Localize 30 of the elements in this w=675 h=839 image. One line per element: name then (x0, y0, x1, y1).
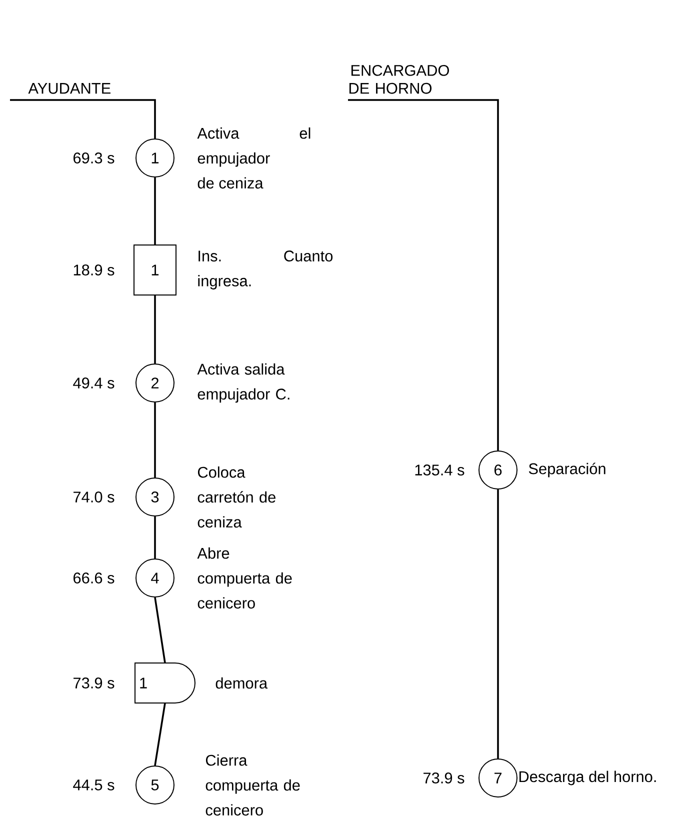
step-description: Abre compuerta de cenicero (197, 547, 292, 609)
connector-line (10, 99, 156, 138)
step-description: Activa el empujador de ceniza (197, 127, 310, 189)
time-label: 49.4 s (73, 378, 114, 388)
column-heading: AYUDANTE (28, 83, 110, 94)
time-label: 73.9 s (74, 678, 114, 688)
connector-line (154, 402, 156, 478)
inspection-square: 1 (134, 244, 176, 296)
step-description: Separación (528, 462, 606, 478)
column-heading: ENCARGADO DE HORNO (349, 64, 449, 94)
time-label: 69.3 s (74, 152, 114, 164)
step-description: Descarga del horno. (519, 770, 656, 786)
connector-line (154, 703, 166, 766)
time-label: 66.6 s (74, 572, 114, 584)
step-description: Activa salida empujador C. (197, 363, 290, 403)
time-label: 135.4 s (415, 464, 464, 476)
connector-line (154, 597, 166, 663)
connector-line (348, 99, 499, 450)
step-description: Coloca carretón de ceniza (198, 466, 276, 528)
time-label: 74.0 s (74, 492, 114, 502)
connector-line (154, 178, 156, 244)
connector-line (497, 490, 499, 758)
step-description: demora (216, 677, 268, 689)
step-description: Cierra compuerta de cenicero (206, 754, 300, 816)
time-label: 73.9 s (424, 772, 464, 784)
connector-line (154, 296, 156, 364)
connector-line (154, 516, 156, 558)
step-description: Ins. Cuanto ingresa. (198, 250, 333, 290)
time-label: 18.9 s (74, 264, 114, 276)
time-label: 44.5 s (73, 780, 114, 790)
